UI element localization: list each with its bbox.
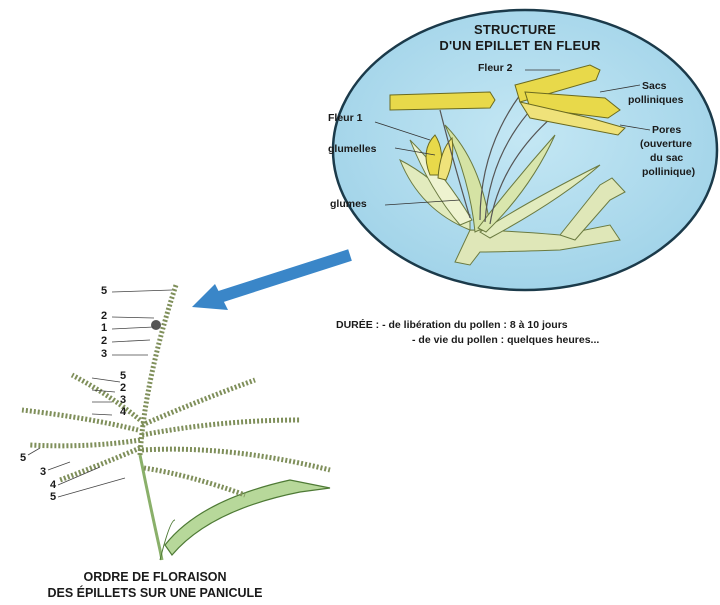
caption-line1: ORDRE DE FLORAISON xyxy=(40,569,270,585)
label-glumelles: glumelles xyxy=(328,143,376,155)
order-number: 4 xyxy=(120,406,126,418)
duree-line1: DURÉE : - de libération du pollen : 8 à … xyxy=(336,318,568,333)
order-number: 5 xyxy=(120,370,126,382)
order-number: 5 xyxy=(101,285,107,297)
order-number: 3 xyxy=(40,466,46,478)
order-number: 2 xyxy=(101,310,107,322)
diagram-title-line1: STRUCTURE xyxy=(460,22,570,37)
caption-line2: DES ÉPILLETS SUR UNE PANICULE xyxy=(10,585,300,601)
label-pores-line2: (ouverture xyxy=(640,138,692,150)
label-pores-line4: pollinique) xyxy=(642,166,695,178)
order-number: 2 xyxy=(120,382,126,394)
order-number: 5 xyxy=(50,491,56,503)
label-pores: Pores xyxy=(652,124,681,136)
label-pores-line3: du sac xyxy=(650,152,683,164)
panicle xyxy=(22,285,330,560)
diagram-title-line2: D'UN EPILLET EN FLEUR xyxy=(420,38,620,53)
order-number: 1 xyxy=(101,322,107,334)
order-number: 4 xyxy=(50,479,56,491)
label-glumes: glumes xyxy=(330,198,367,210)
label-fleur2: Fleur 2 xyxy=(478,62,512,74)
arrow-icon xyxy=(192,255,350,310)
label-fleur1: Fleur 1 xyxy=(328,112,362,124)
order-number: 5 xyxy=(20,452,26,464)
duree-line2: - de vie du pollen : quelques heures... xyxy=(412,333,599,348)
anther xyxy=(390,92,495,110)
order-number: 2 xyxy=(101,335,107,347)
label-polliniques: polliniques xyxy=(628,94,683,106)
label-sacs: Sacs xyxy=(642,80,667,92)
order-number: 3 xyxy=(101,348,107,360)
order-number: 3 xyxy=(120,394,126,406)
